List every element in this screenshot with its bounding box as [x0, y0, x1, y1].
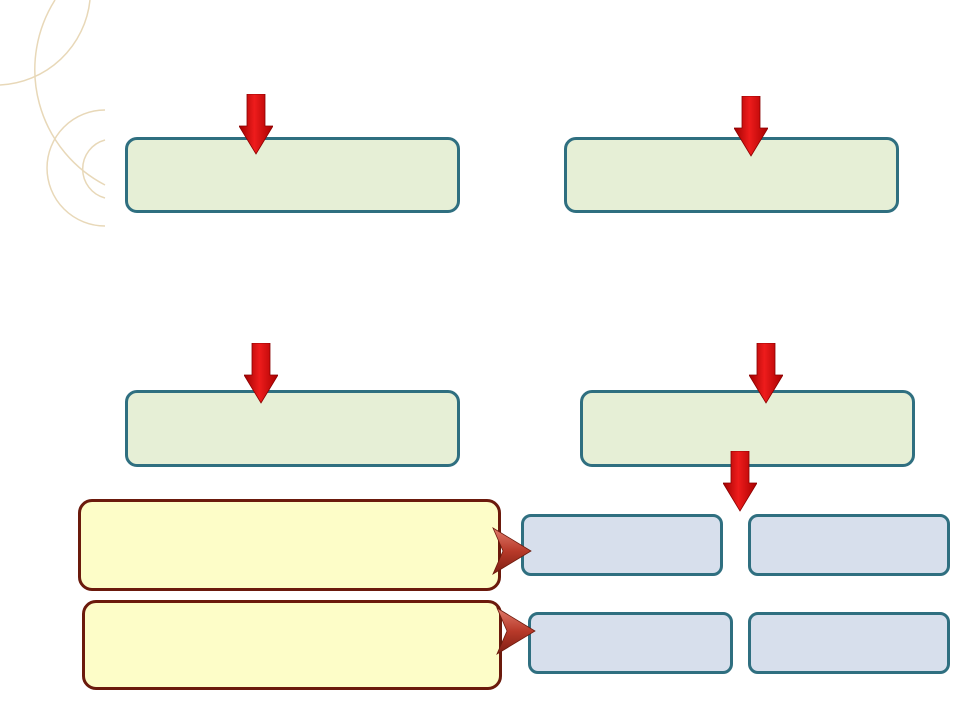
sub-box-bottom-left [528, 612, 733, 674]
sub-box-top-left [521, 514, 723, 576]
pointer-right-icon [496, 607, 536, 655]
process-box-top-left [125, 137, 460, 213]
arrow-down-icon [749, 343, 783, 404]
process-box-top-right [564, 137, 899, 213]
note-box-bottom [82, 600, 502, 690]
arrow-down-icon [723, 451, 757, 512]
arrow-down-icon [244, 343, 278, 404]
sub-box-top-right [748, 514, 950, 576]
note-box-top [78, 499, 501, 591]
arrow-down-icon [239, 94, 273, 155]
pointer-right-icon [492, 527, 532, 575]
process-box-mid-left [125, 390, 460, 467]
arrow-down-icon [734, 96, 768, 157]
sub-box-bottom-right [748, 612, 950, 674]
